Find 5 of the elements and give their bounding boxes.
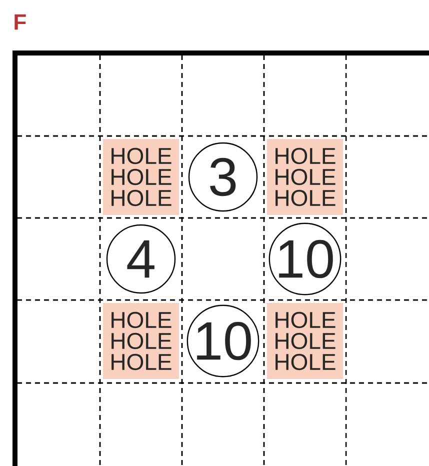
hole-cell: HOLE HOLE HOLE: [267, 139, 343, 215]
hole-cell: HOLE HOLE HOLE: [103, 303, 179, 379]
panel-letter: F: [14, 14, 26, 30]
hole-cell: HOLE HOLE HOLE: [267, 303, 343, 379]
hole-cell: HOLE HOLE HOLE: [103, 139, 179, 215]
